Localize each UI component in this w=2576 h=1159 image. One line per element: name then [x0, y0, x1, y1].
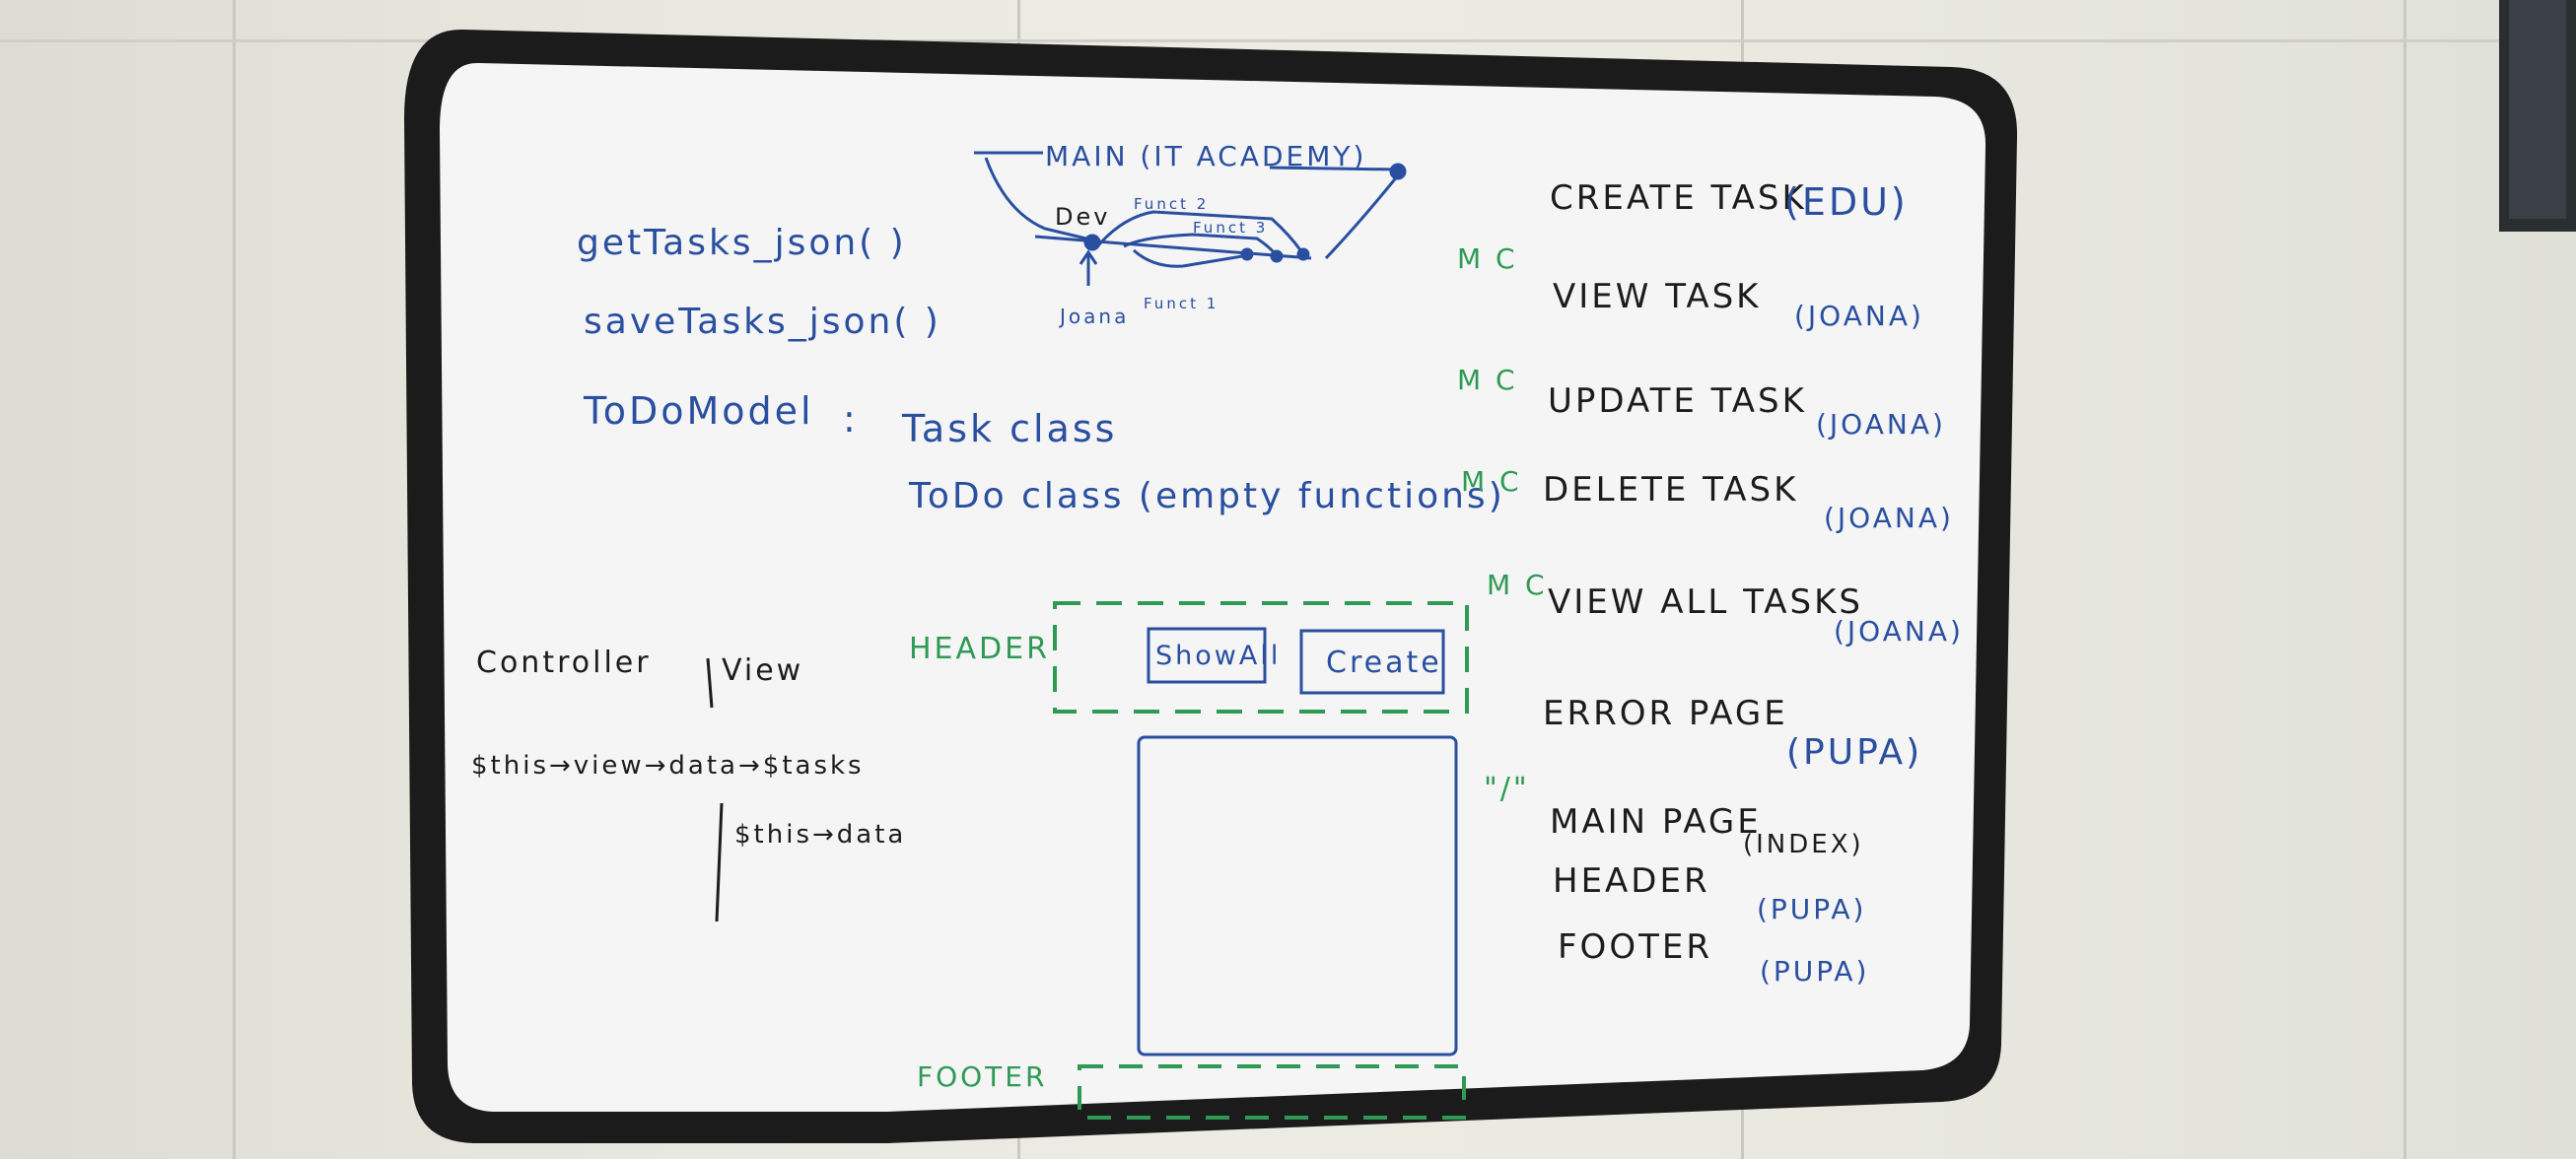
task-owner: (JOANA) — [1834, 615, 1964, 648]
note-get-tasks: getTasks_json( ) — [577, 223, 907, 263]
divider-stroke — [706, 657, 714, 709]
task-mark: M C — [1457, 242, 1518, 275]
git-main-label: MAIN (IT ACADEMY) — [1045, 140, 1366, 172]
note-view-data: $this→view→data→$tasks — [471, 751, 865, 781]
wireframe-footer-label: FOOTER — [917, 1060, 1047, 1093]
wireframe-content-area — [1137, 735, 1458, 1057]
task-owner: (EDU) — [1784, 180, 1909, 224]
task-name: DELETE TASK — [1543, 470, 1798, 510]
wireframe-show-all-label: ShowAll — [1155, 641, 1281, 671]
wireframe-footer-box — [1078, 1064, 1466, 1120]
wireframe-header-label: HEADER — [909, 632, 1050, 666]
git-diagram — [974, 151, 1407, 286]
task-owner: (JOANA) — [1816, 408, 1946, 441]
task-name: VIEW TASK — [1553, 277, 1761, 316]
task-mark: "/" — [1484, 772, 1530, 806]
git-branch-label: Funct 2 — [1134, 195, 1209, 213]
note-view: View — [722, 653, 803, 688]
wall-seam — [233, 0, 236, 1159]
wireframe-create-button — [1299, 629, 1445, 695]
task-name: FOOTER — [1558, 927, 1712, 967]
git-dev-label: Dev — [1055, 203, 1110, 231]
task-owner: (JOANA) — [1824, 502, 1954, 534]
note-todo-model: ToDoModel — [583, 389, 814, 433]
task-owner: (PUPA) — [1786, 732, 1922, 773]
wall-seam — [0, 39, 2576, 42]
task-mark: M C — [1487, 569, 1548, 601]
task-mark: M C — [1461, 465, 1522, 498]
wireframe-header-box — [1053, 601, 1469, 714]
divider-stroke — [715, 802, 724, 922]
task-name: UPDATE TASK — [1548, 381, 1807, 421]
task-name: CREATE TASK — [1550, 178, 1807, 218]
wireframe-create-label: Create — [1326, 646, 1442, 680]
task-owner: (PUPA) — [1757, 893, 1866, 925]
note-controller: Controller — [476, 646, 652, 680]
note-colon: : — [843, 397, 859, 441]
task-name: VIEW ALL TASKS — [1548, 582, 1863, 622]
whiteboard — [404, 29, 2018, 1144]
wireframe-show-all-button — [1147, 627, 1267, 684]
task-marks: M C M C M C M C "/" — [1457, 242, 1548, 806]
git-branch-label: Funct 3 — [1193, 219, 1268, 237]
task-owner: (INDEX) — [1743, 830, 1864, 859]
git-dev-author: Joana — [1058, 305, 1129, 328]
note-todo-class: ToDo class (empty functions) — [908, 476, 1505, 516]
wall-seam — [2403, 0, 2406, 1159]
note-save-tasks: saveTasks_json( ) — [584, 302, 941, 342]
task-name: MAIN PAGE — [1550, 802, 1762, 842]
task-name: ERROR PAGE — [1543, 694, 1788, 733]
board-surface — [440, 62, 1986, 1112]
task-name: HEADER — [1553, 861, 1710, 901]
task-owner: (JOANA) — [1794, 300, 1924, 332]
git-branch-label: Funct 1 — [1144, 295, 1218, 312]
note-task-class: Task class — [901, 407, 1117, 450]
note-this-data: $this→data — [734, 820, 906, 850]
monitor-screen — [2509, 0, 2566, 219]
task-mark: M C — [1457, 364, 1518, 396]
task-owner: (PUPA) — [1760, 955, 1869, 988]
